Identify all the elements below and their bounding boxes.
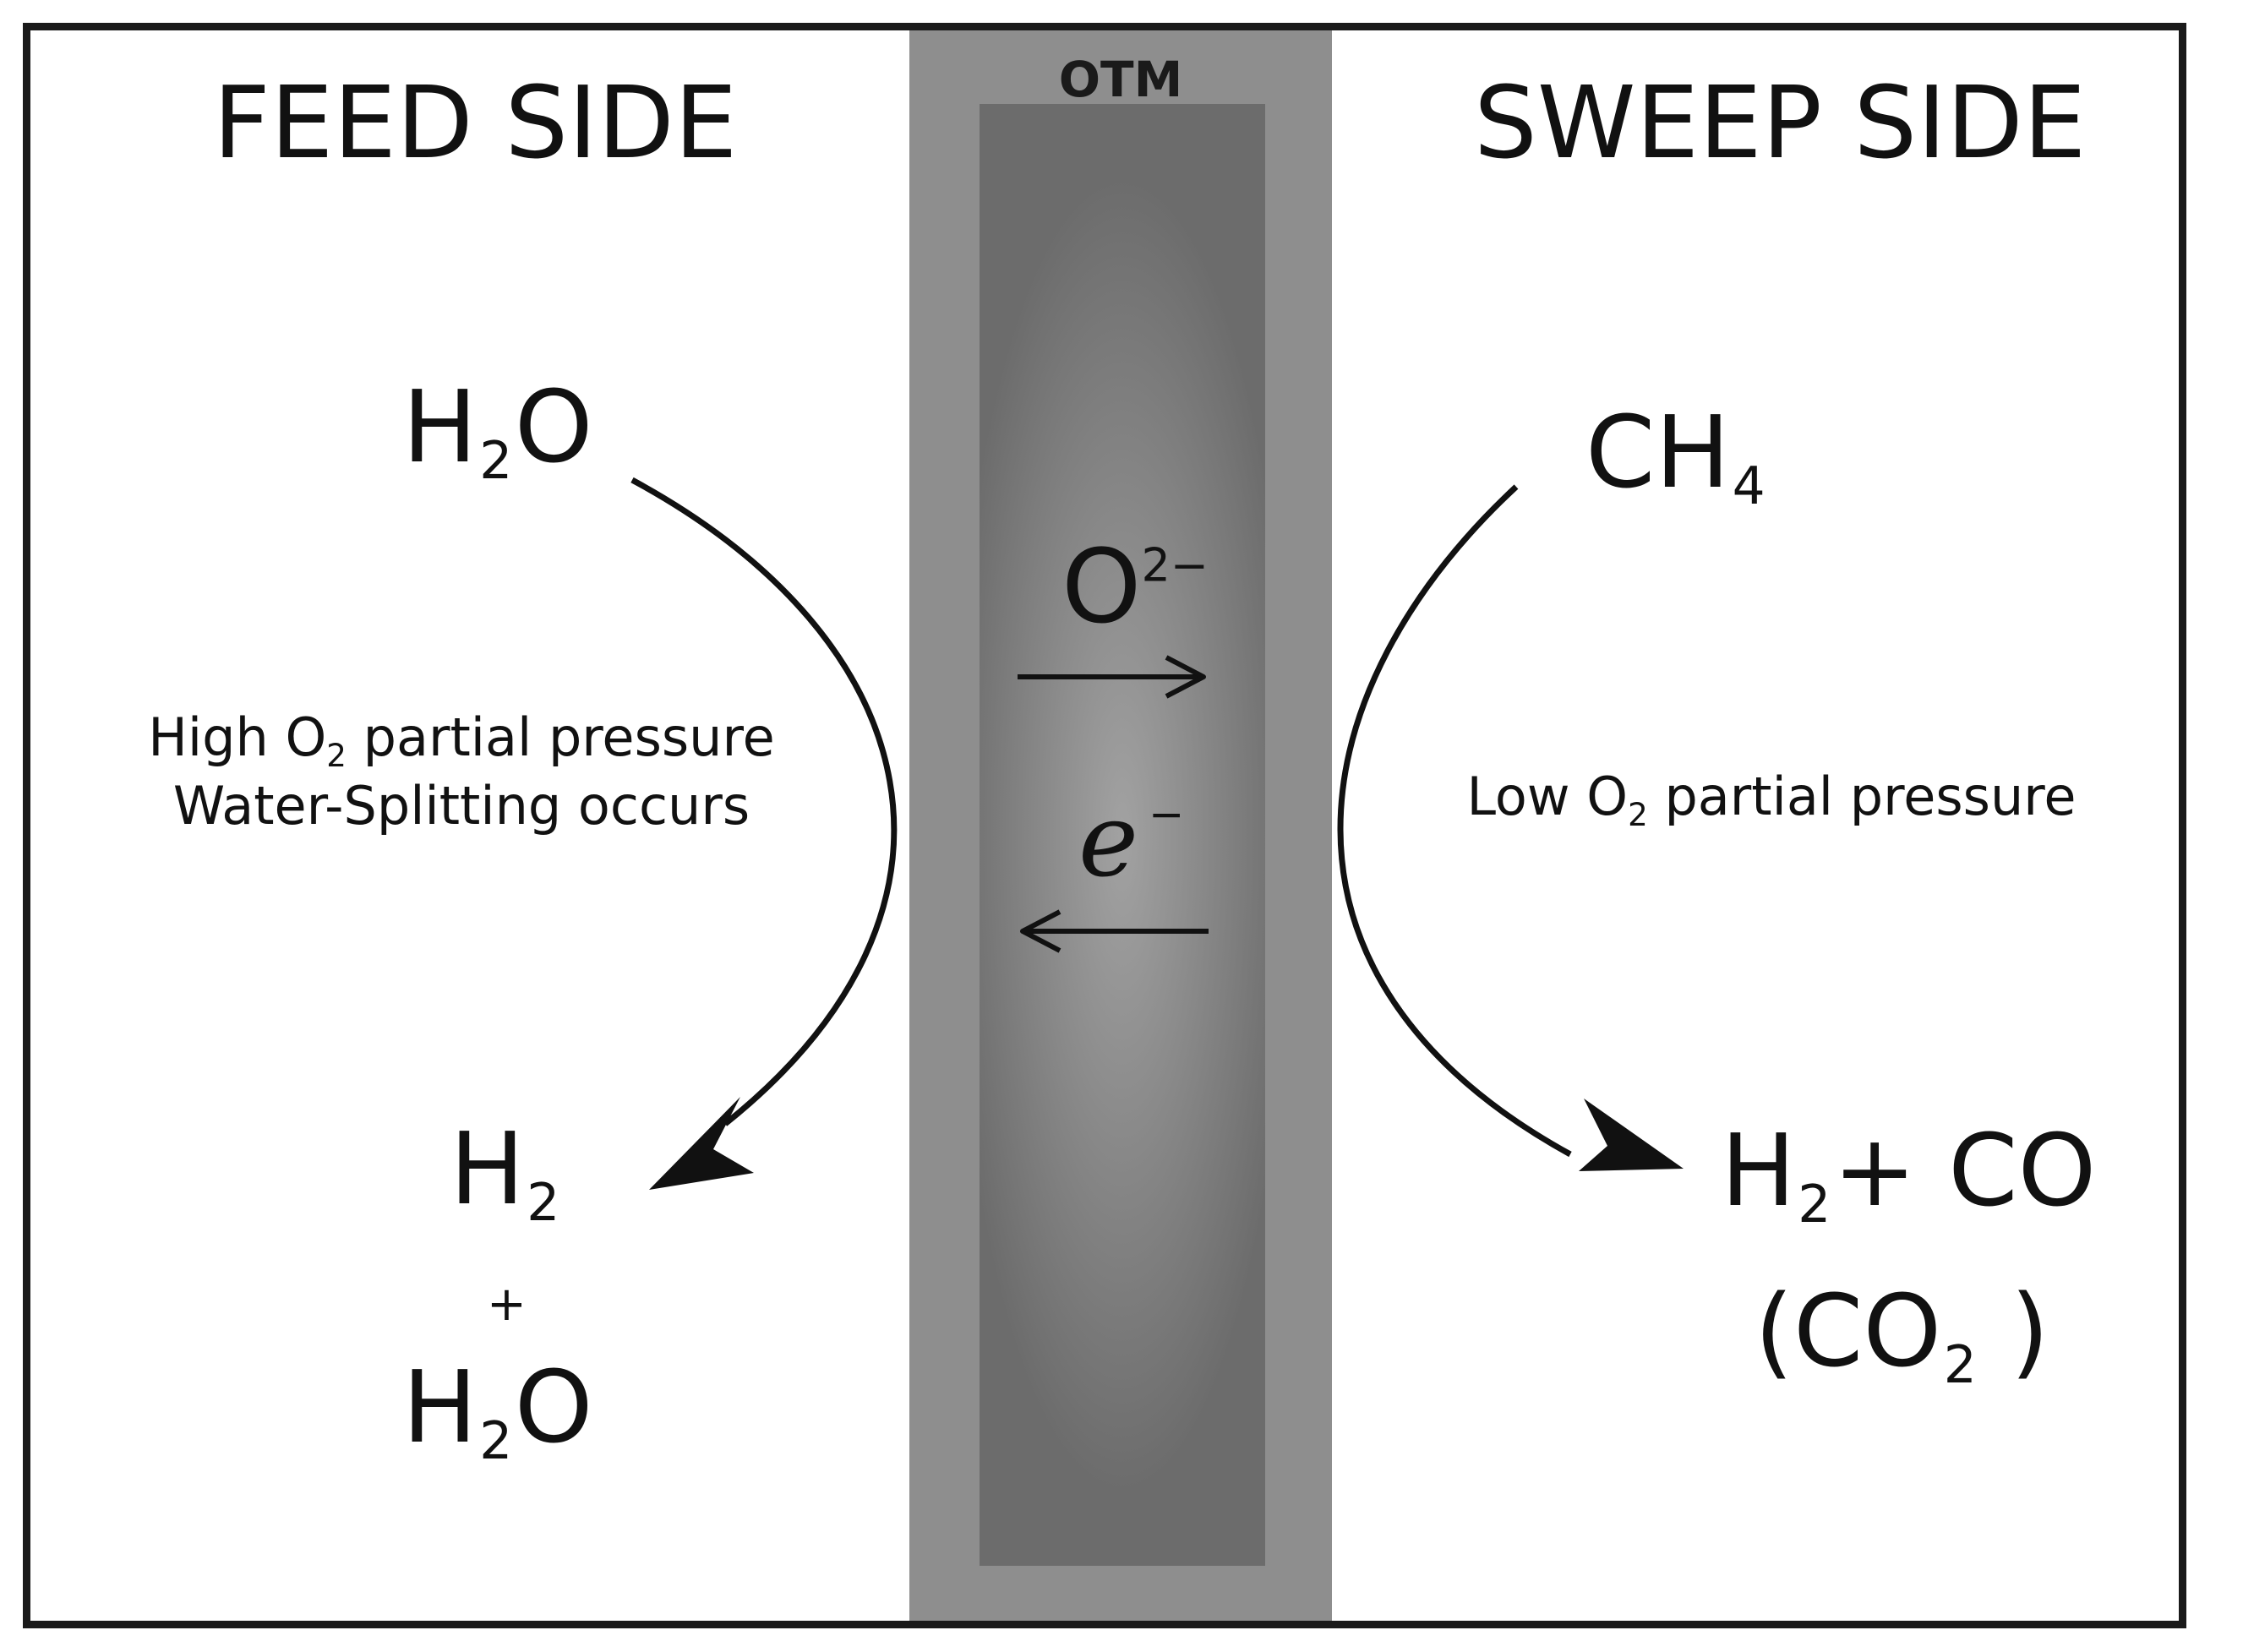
sweep-product-syngas: H2+ CO: [1721, 1112, 2097, 1235]
feed-product-hydrogen: H2: [450, 1110, 560, 1233]
feed-arrowhead: [649, 1097, 754, 1190]
sweep-side-title: SWEEP SIDE: [1474, 64, 2087, 181]
diagram-frame: OTM FEED SIDE SWEEP SIDE H2O H2 + H2O Hi…: [23, 23, 2186, 1628]
feed-note-line2: Water-Splitting occurs: [172, 774, 750, 837]
feed-note-line1: High O2 partial pressure: [148, 706, 775, 775]
sweep-side-note: Low O2 partial pressure: [1466, 766, 2077, 834]
feed-product-water: H2O: [402, 1349, 593, 1471]
oxygen-transport-membrane: OTM: [909, 30, 1332, 1621]
feed-plus-sign: +: [487, 1277, 527, 1332]
oxygen-ion-label: O2−: [1061, 529, 1209, 646]
sweep-arrowhead: [1579, 1099, 1684, 1171]
sweep-reactant-methane: CH4: [1585, 394, 1765, 516]
feed-reactant-water: H2O: [402, 368, 593, 491]
electron-label: e−: [1078, 782, 1185, 900]
feed-side-note: High O2 partial pressure Water-Splitting…: [115, 706, 808, 837]
membrane-core: [980, 104, 1265, 1566]
feed-side-title: FEED SIDE: [213, 64, 738, 181]
membrane-label: OTM: [1058, 51, 1183, 108]
sweep-product-co2: (CO2 ): [1755, 1273, 2049, 1395]
